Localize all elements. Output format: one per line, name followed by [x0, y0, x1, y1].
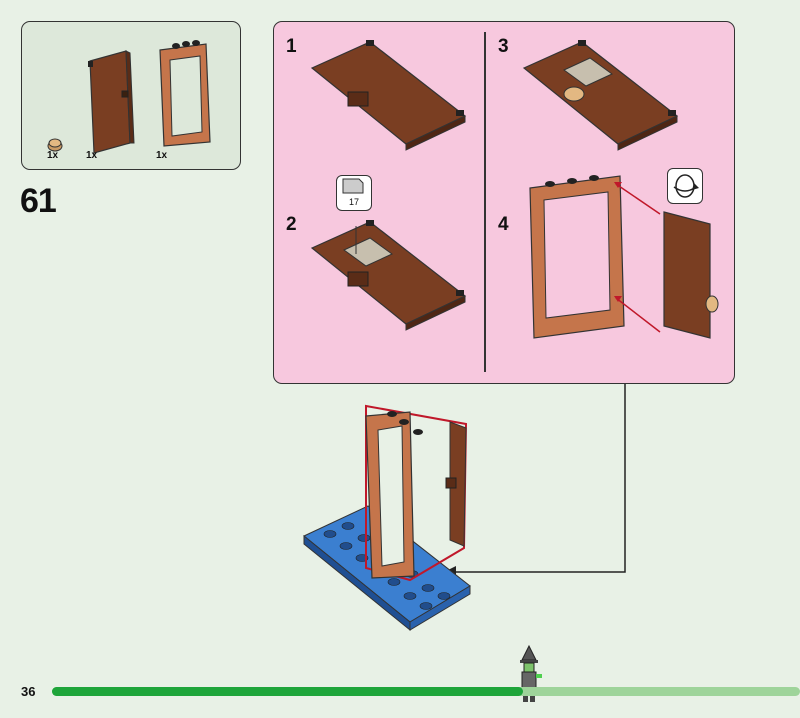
main-assembly-model: [303, 404, 471, 632]
door-frame-part-icon: [159, 40, 211, 147]
substep-label-4: 4: [498, 214, 509, 235]
round-tile-part-icon: [47, 138, 63, 152]
step-number: 61: [20, 182, 57, 220]
substep-label-3: 3: [498, 36, 509, 57]
witch-figure-icon: [520, 644, 542, 702]
sticker-number: 17: [348, 197, 359, 207]
door-frame-qty: 1x: [156, 150, 168, 161]
panel-divider: [484, 32, 486, 372]
substep-3-door: [522, 40, 679, 151]
sticker-icon: [342, 178, 364, 194]
sticker-callout: 17: [336, 175, 372, 211]
rotate-icon: [667, 168, 703, 204]
rotate-arrows-icon: [673, 174, 699, 198]
progress-bar-track: [52, 687, 800, 696]
substep-4-assembly: [529, 175, 719, 339]
round-tile-qty: 1x: [47, 150, 59, 161]
substep-label-2: 2: [286, 214, 297, 235]
substep-panel: 1 2 3 4 17: [273, 21, 735, 384]
progress-bar-fill: [52, 687, 524, 696]
substep-label-1: 1: [286, 36, 297, 57]
door-part-icon: [88, 50, 135, 154]
page-number: 36: [21, 684, 36, 699]
substep-1-door: [310, 40, 467, 151]
parts-callout-box: 1x 1x 1x: [21, 21, 241, 170]
door-qty: 1x: [86, 150, 98, 161]
substep-2-door: [310, 220, 467, 331]
